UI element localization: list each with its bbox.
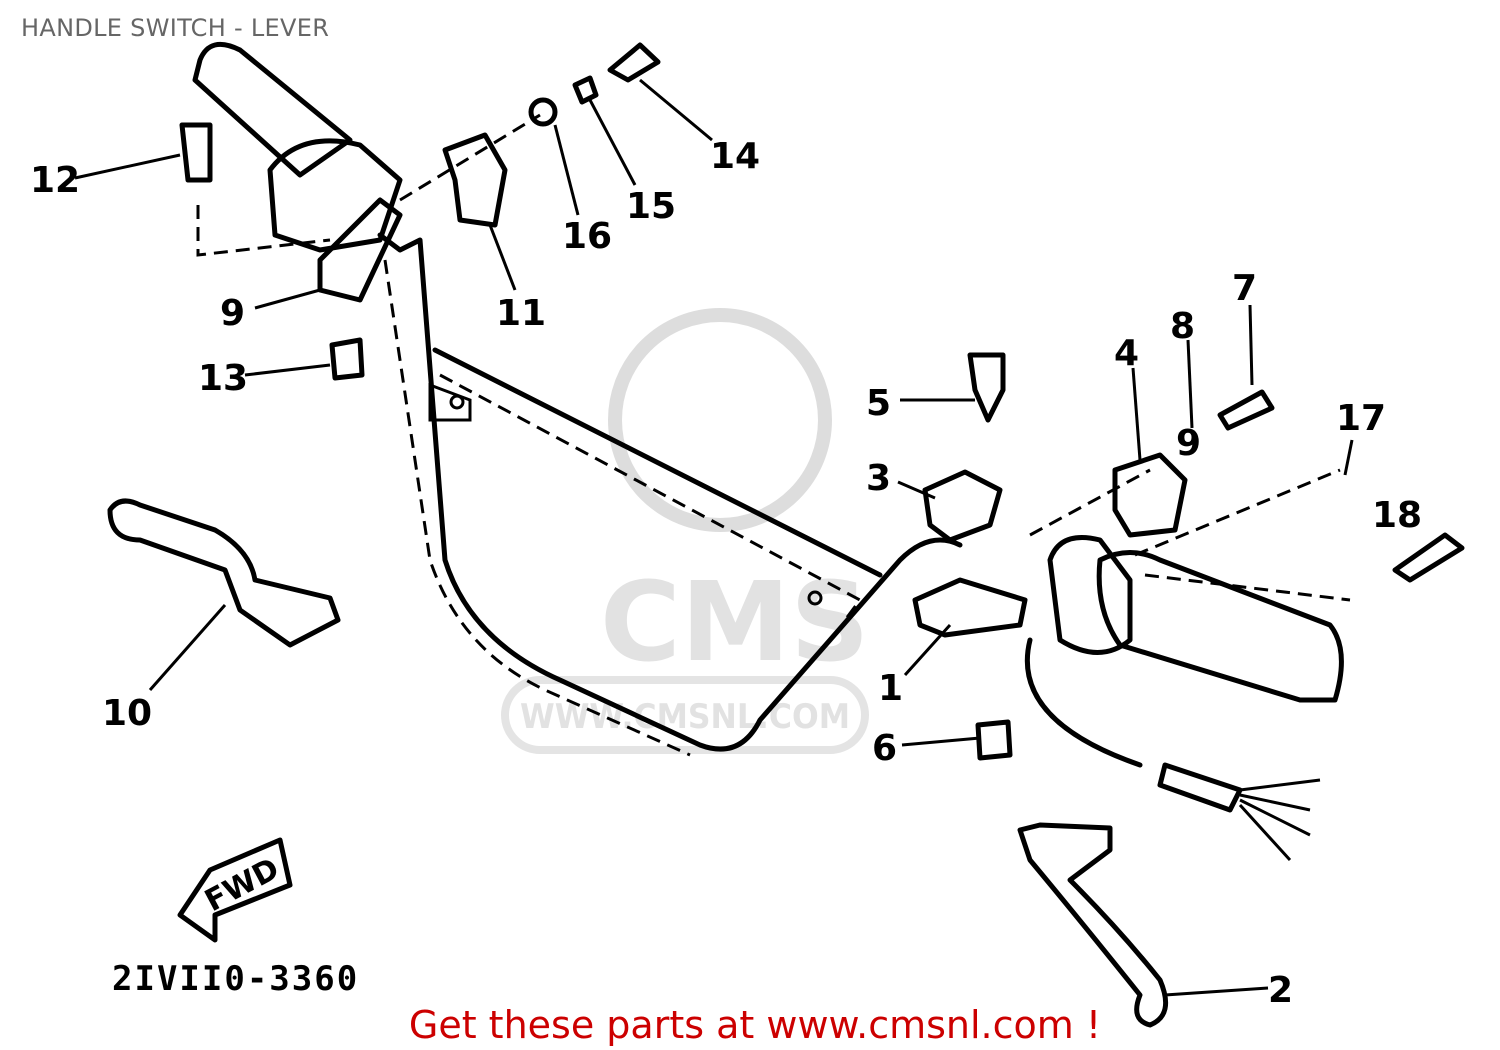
watermark-url: WWW.CMSNL.COM xyxy=(520,697,850,737)
callout-16: 16 xyxy=(562,216,612,257)
callout-13: 13 xyxy=(198,358,248,399)
leader-lines xyxy=(74,78,1354,997)
callout-15: 15 xyxy=(626,186,676,227)
watermark-logo: CMS WWW.CMSNL.COM xyxy=(501,308,869,754)
callout-12: 12 xyxy=(30,160,80,201)
footer-link[interactable]: Get these parts at www.cmsnl.com ! xyxy=(408,1003,1102,1047)
diagram-code: 2IVII0-3360 xyxy=(112,959,359,999)
right-grip-throttle xyxy=(912,352,1465,862)
fwd-arrow-icon: FWD xyxy=(177,837,293,943)
callout-18: 18 xyxy=(1372,495,1422,536)
callout-7: 7 xyxy=(1232,268,1257,309)
callout-14: 14 xyxy=(710,136,760,177)
callout-4: 4 xyxy=(1114,333,1139,374)
fwd-label: FWD xyxy=(199,851,285,919)
callout-17: 17 xyxy=(1336,398,1386,439)
callout-2: 2 xyxy=(1268,970,1293,1011)
callout-11: 11 xyxy=(496,293,546,334)
levers xyxy=(107,498,1169,1028)
left-grip-switch xyxy=(179,41,661,381)
callout-9: 9 xyxy=(220,293,245,334)
callout-3: 3 xyxy=(866,458,891,499)
callout-8: 8 xyxy=(1170,306,1195,347)
callout-6: 6 xyxy=(872,728,897,769)
callout-5: 5 xyxy=(866,383,891,424)
callout-9-right: 9 xyxy=(1176,423,1201,464)
diagram-title: HANDLE SWITCH - LEVER xyxy=(21,14,330,42)
callout-labels: 1 2 3 4 5 6 7 8 9 10 11 12 13 14 15 16 1… xyxy=(30,136,1422,1011)
callout-10: 10 xyxy=(102,693,152,734)
watermark-logo-text: CMS xyxy=(600,558,869,686)
handlebar xyxy=(377,232,963,757)
callout-1: 1 xyxy=(878,668,903,709)
